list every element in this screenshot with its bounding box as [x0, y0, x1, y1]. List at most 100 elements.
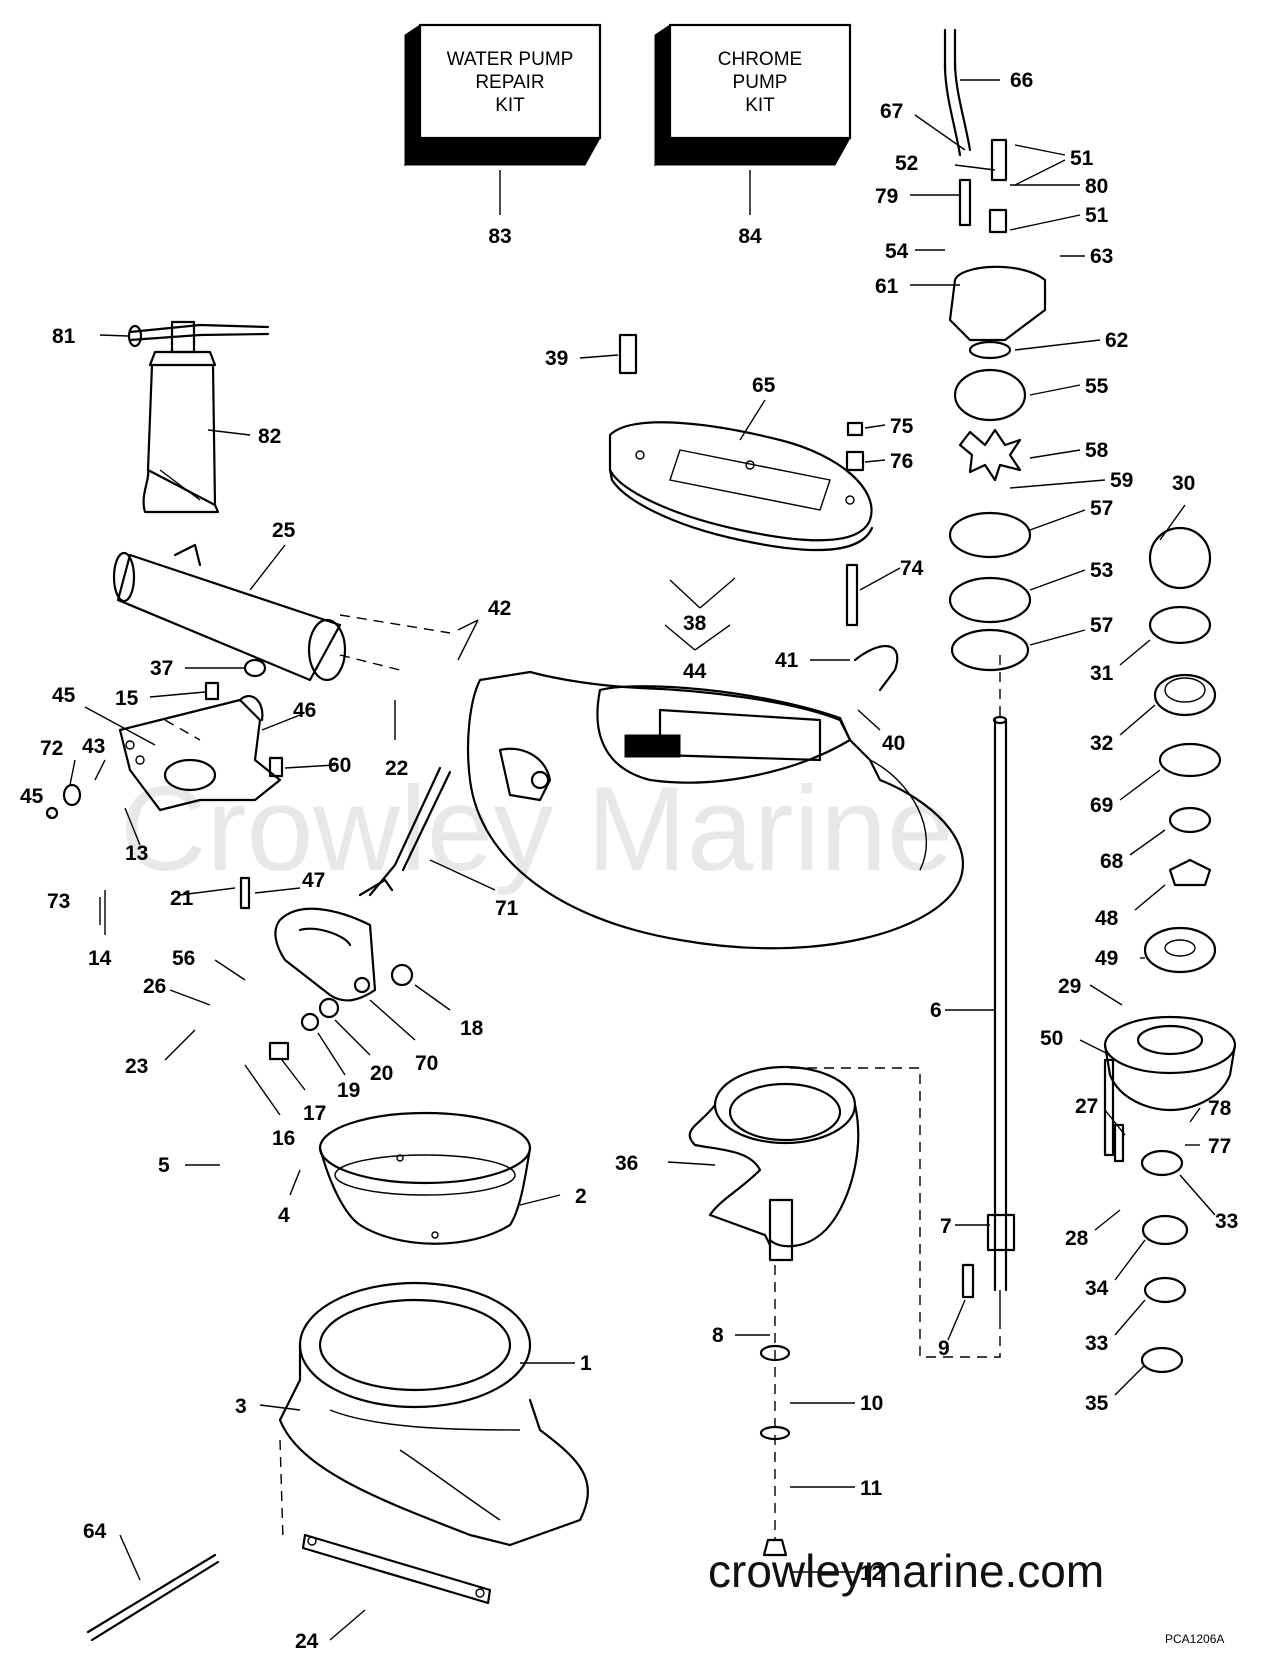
callout-64: 64	[83, 1520, 107, 1543]
callout-14: 14	[88, 947, 112, 970]
callout-21: 21	[170, 887, 194, 910]
callout-5: 5	[158, 1154, 170, 1177]
water-pump-repair-kit-box: WATER PUMP REPAIR KIT 83	[404, 23, 602, 248]
callout-2: 2	[575, 1185, 587, 1208]
callout-3: 3	[235, 1395, 247, 1418]
callout-78: 78	[1208, 1097, 1232, 1120]
callout-40: 40	[882, 732, 905, 755]
callout-25: 25	[272, 519, 296, 542]
callout-43: 43	[82, 735, 105, 758]
assembly-dashed-lines	[164, 614, 1001, 1541]
callout-74: 74	[900, 557, 924, 580]
callout-9: 9	[938, 1337, 950, 1360]
callout-51-top: 51	[1070, 147, 1094, 170]
callout-31: 31	[1090, 662, 1114, 685]
nozzle-part	[318, 1111, 532, 1245]
callout-12: 12	[860, 1562, 883, 1585]
chrome-pump-kit-line-3: KIT	[745, 95, 775, 116]
callout-51-mid: 51	[1085, 204, 1109, 227]
callout-45-bottom: 45	[20, 785, 44, 808]
callout-53: 53	[1090, 559, 1113, 582]
callout-39: 39	[545, 347, 568, 370]
rod-part	[86, 1553, 220, 1642]
callout-42: 42	[488, 597, 511, 620]
callout-37: 37	[150, 657, 173, 680]
steering-bracket-part	[118, 695, 282, 812]
pump-housing-part	[466, 670, 964, 950]
callout-13: 13	[125, 842, 148, 865]
callout-27: 27	[1075, 1095, 1098, 1118]
callout-61: 61	[875, 275, 899, 298]
drawing-code: PCA1206A	[1165, 1632, 1224, 1646]
callout-84: 84	[738, 225, 762, 248]
callout-36: 36	[615, 1152, 638, 1175]
right-column-small-parts	[1140, 526, 1222, 1374]
callout-23: 23	[125, 1055, 148, 1078]
impeller-part	[688, 1065, 860, 1248]
callout-77: 77	[1208, 1135, 1231, 1158]
callout-81: 81	[52, 325, 76, 348]
key-part	[961, 1263, 975, 1299]
bearing-housing-part	[1103, 1015, 1237, 1112]
callout-20: 20	[370, 1062, 393, 1085]
callout-83: 83	[488, 225, 511, 248]
callout-7: 7	[940, 1215, 952, 1238]
callout-18: 18	[460, 1017, 484, 1040]
callout-4: 4	[278, 1204, 290, 1227]
callout-38: 38	[683, 612, 707, 635]
grease-gun-part	[127, 320, 270, 514]
callout-24: 24	[295, 1630, 319, 1653]
callout-80: 80	[1085, 175, 1108, 198]
callout-35: 35	[1085, 1392, 1109, 1415]
callout-55: 55	[1085, 375, 1109, 398]
callout-50: 50	[1040, 1027, 1063, 1050]
callout-66: 66	[1010, 69, 1033, 92]
callout-26: 26	[143, 975, 166, 998]
intake-plate-part	[608, 421, 874, 552]
water-pump-kit-line-3: KIT	[495, 95, 525, 116]
callout-22: 22	[385, 757, 408, 780]
callout-15: 15	[115, 687, 139, 710]
callout-63: 63	[1090, 245, 1113, 268]
watermark-text: Crowley Marine	[120, 762, 954, 896]
callout-48: 48	[1095, 907, 1119, 930]
callout-60: 60	[328, 754, 351, 777]
callout-8: 8	[712, 1324, 724, 1347]
cable-rod-part	[368, 766, 452, 897]
callout-57-bottom: 57	[1090, 614, 1113, 637]
callout-62: 62	[1105, 329, 1128, 352]
callout-47: 47	[302, 869, 325, 892]
callout-65: 65	[752, 374, 776, 397]
callout-56: 56	[172, 947, 195, 970]
callout-numbers: 66 67 51 52 79 80 51 54 63 61 62 55 58 5…	[20, 69, 1238, 1653]
callout-58: 58	[1085, 439, 1109, 462]
callout-45-top: 45	[52, 684, 76, 707]
water-pump-stack-parts	[943, 28, 1047, 672]
callout-76: 76	[890, 450, 913, 473]
callout-82: 82	[258, 425, 281, 448]
callout-6: 6	[930, 999, 942, 1022]
callout-68: 68	[1100, 850, 1124, 873]
callout-33-lower: 33	[1085, 1332, 1108, 1355]
callout-59: 59	[1110, 469, 1133, 492]
callout-32: 32	[1090, 732, 1113, 755]
water-pump-kit-line-2: REPAIR	[475, 72, 544, 93]
callout-54: 54	[885, 240, 909, 263]
water-pump-kit-line-1: WATER PUMP	[447, 49, 574, 70]
callout-52: 52	[895, 152, 918, 175]
chrome-pump-kit-box: CHROME PUMP KIT 84	[654, 23, 852, 248]
callout-33-upper: 33	[1215, 1210, 1238, 1233]
callout-17: 17	[303, 1102, 326, 1125]
website-watermark: crowleymarine.com	[708, 1545, 1104, 1597]
callout-30: 30	[1172, 472, 1195, 495]
chrome-pump-kit-line-1: CHROME	[718, 49, 802, 70]
callout-1: 1	[580, 1352, 592, 1375]
callout-67: 67	[880, 100, 903, 123]
callout-71: 71	[495, 897, 519, 920]
small-hardware	[45, 333, 1125, 1557]
callout-73: 73	[47, 890, 70, 913]
callout-16: 16	[272, 1127, 295, 1150]
callout-69: 69	[1090, 794, 1113, 817]
callout-72: 72	[40, 737, 63, 760]
